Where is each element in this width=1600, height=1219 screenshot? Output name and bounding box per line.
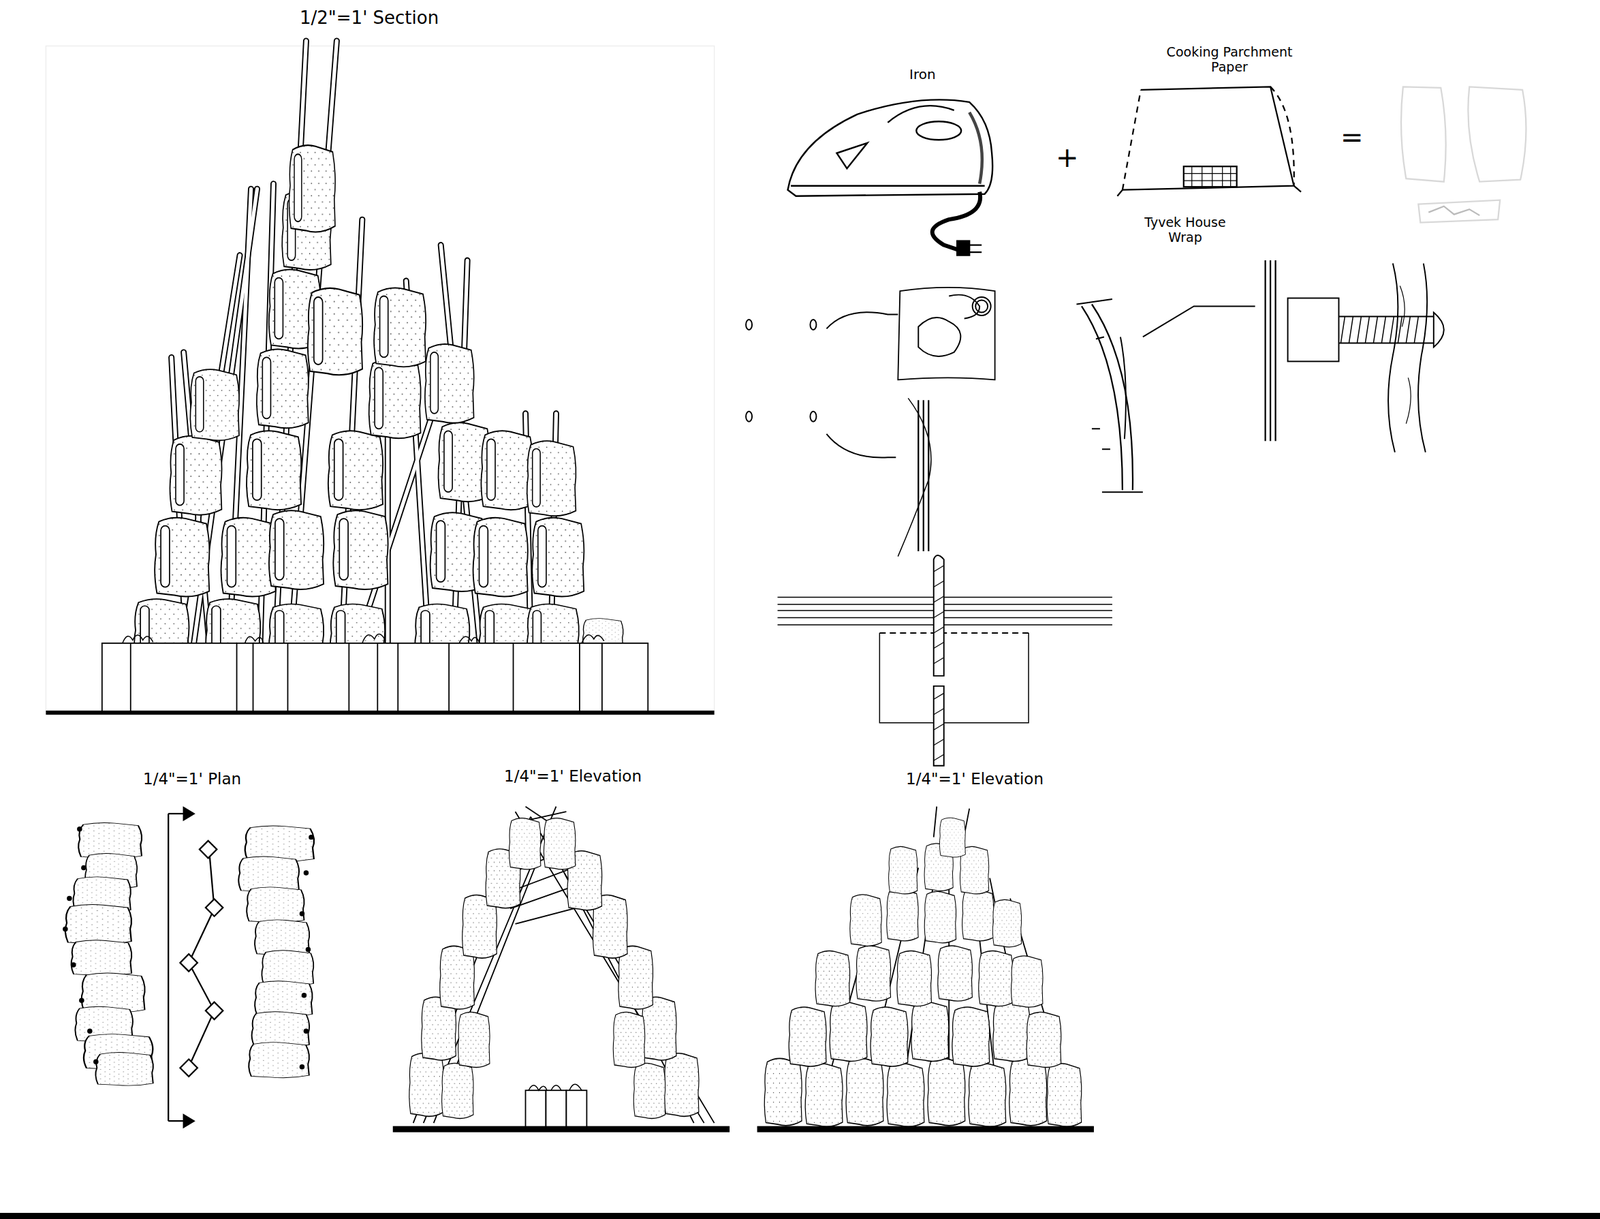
part-label: Iron — [909, 66, 936, 83]
operator-symbol: + — [1055, 141, 1079, 174]
part-label: Cooking Parchment Paper — [1157, 44, 1301, 75]
view-title: 1/4"=1' Elevation — [504, 766, 642, 785]
view-title: 1/4"=1' Plan — [143, 769, 242, 788]
view-title: 1/4"=1' Elevation — [905, 769, 1044, 788]
view-title: 1/2"=1' Section — [299, 8, 439, 29]
operator-symbol: = — [1340, 121, 1364, 153]
part-label: Tyvek House Wrap — [1134, 215, 1237, 246]
